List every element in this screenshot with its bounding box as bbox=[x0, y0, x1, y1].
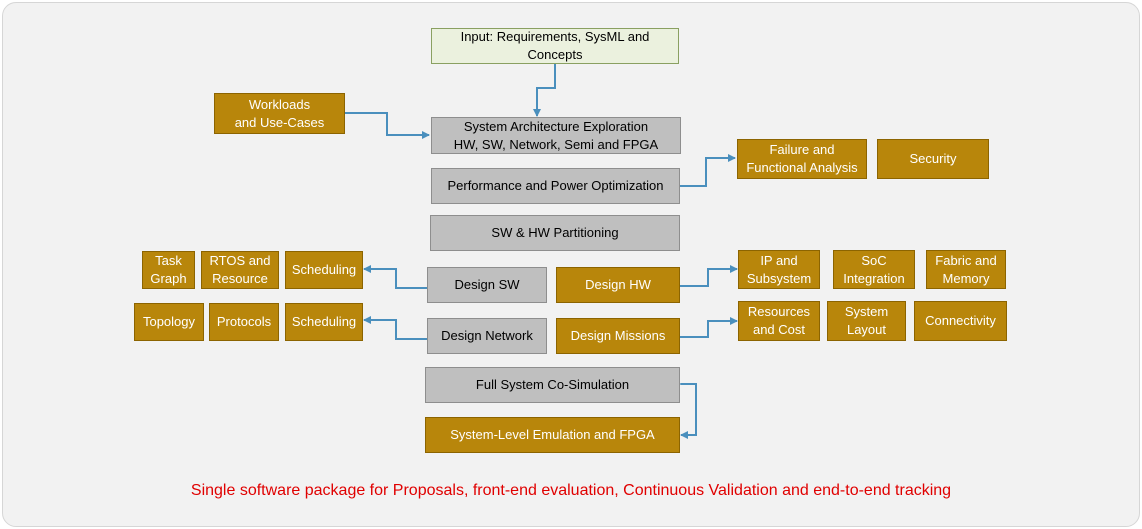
full-system-cosimulation-box: Full System Co-Simulation bbox=[425, 367, 680, 403]
system-architecture-box: System Architecture Exploration HW, SW, … bbox=[431, 117, 681, 154]
design-sw-box: Design SW bbox=[427, 267, 547, 303]
performance-power-box: Performance and Power Optimization bbox=[431, 168, 680, 204]
arrow-design-network-to-scheduling bbox=[363, 316, 427, 340]
scheduling-network-box: Scheduling bbox=[285, 303, 363, 341]
design-network-box: Design Network bbox=[427, 318, 547, 354]
design-missions-box: Design Missions bbox=[556, 318, 680, 354]
soc-integration-box: SoC Integration bbox=[833, 250, 915, 289]
emulation-fpga-box: System-Level Emulation and FPGA bbox=[425, 417, 680, 453]
scheduling-sw-box: Scheduling bbox=[285, 251, 363, 289]
arrow-input-to-arch bbox=[533, 64, 556, 117]
workloads-box: Workloads and Use-Cases bbox=[214, 93, 345, 134]
ip-subsystem-box: IP and Subsystem bbox=[738, 250, 820, 289]
input-requirements-box: Input: Requirements, SysML and Concepts bbox=[431, 28, 679, 64]
arrow-design-sw-to-scheduling bbox=[363, 265, 427, 289]
system-layout-box: System Layout bbox=[827, 301, 906, 341]
design-hw-box: Design HW bbox=[556, 267, 680, 303]
fabric-memory-box: Fabric and Memory bbox=[926, 250, 1006, 289]
arrow-cosim-emulation bbox=[674, 380, 697, 439]
arrow-design-missions-to-resources bbox=[680, 317, 738, 338]
topology-box: Topology bbox=[134, 303, 204, 341]
rtos-resource-box: RTOS and Resource bbox=[201, 251, 279, 289]
task-graph-box: Task Graph bbox=[142, 251, 195, 289]
security-box: Security bbox=[877, 139, 989, 179]
resources-cost-box: Resources and Cost bbox=[738, 301, 820, 341]
protocols-box: Protocols bbox=[209, 303, 279, 341]
connectivity-box: Connectivity bbox=[914, 301, 1007, 341]
arrow-design-hw-to-ip bbox=[680, 265, 738, 287]
sw-hw-partitioning-box: SW & HW Partitioning bbox=[430, 215, 680, 251]
failure-analysis-box: Failure and Functional Analysis bbox=[737, 139, 867, 179]
footer-caption: Single software package for Proposals, f… bbox=[190, 482, 952, 499]
arrow-perf-to-failure bbox=[680, 154, 736, 187]
arrow-workloads-to-arch bbox=[345, 112, 430, 139]
